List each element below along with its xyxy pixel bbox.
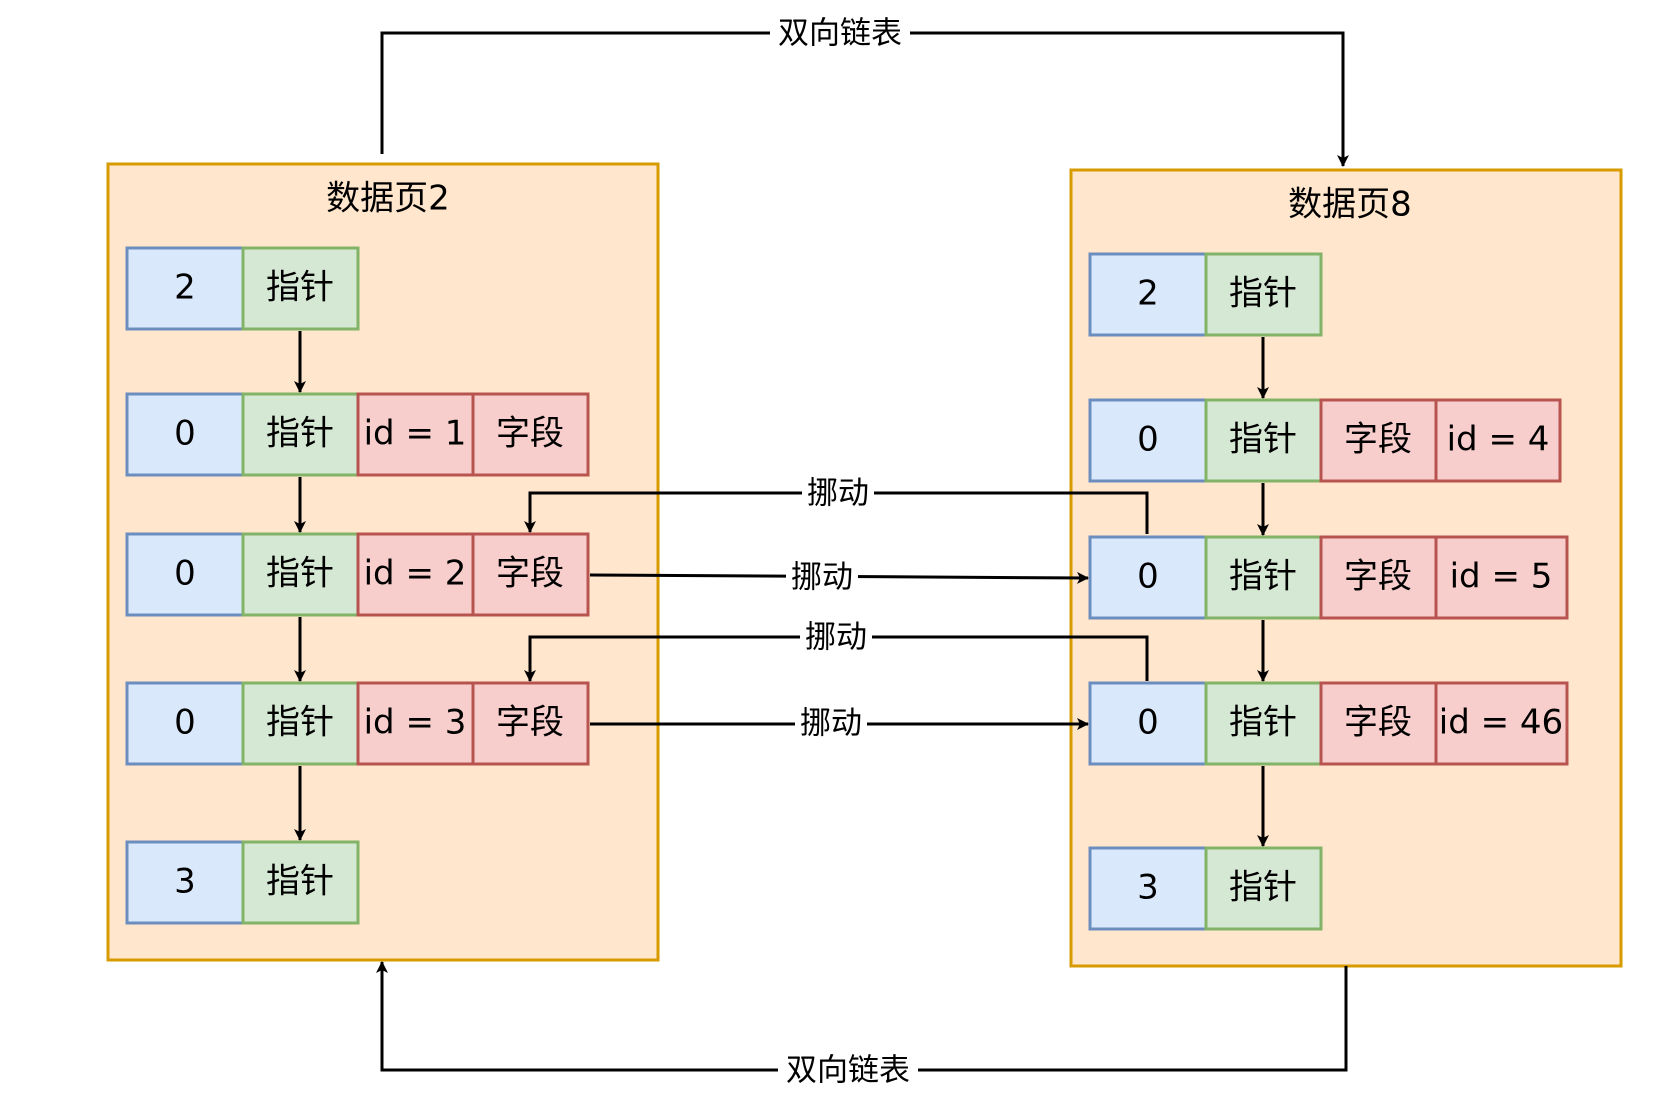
page-8-record-supremum: 3 指针 <box>1088 846 1323 931</box>
next-pointer-text: 指针 <box>1229 420 1297 460</box>
record-id-text: id = 4 <box>1447 420 1550 460</box>
move-arrow-to-page-8-third-row: 挪动 <box>590 706 1089 742</box>
move-arrow-to-page-2-id-2: 挪动 <box>524 476 1149 534</box>
doubly-linked-list-top: 双向链表 <box>380 14 1349 167</box>
next-pointer-text: 指针 <box>1229 274 1297 314</box>
next-pointer-cell <box>241 681 360 766</box>
next-pointer-cell <box>241 392 360 477</box>
next-pointer-cell <box>241 840 360 925</box>
next-pointer-cell <box>1204 846 1323 931</box>
next-pointer-text: 指针 <box>266 554 334 594</box>
move-label: 挪动 <box>800 706 862 742</box>
page-2-record-supremum: 3 指针 <box>125 840 360 925</box>
record-field-cell <box>471 681 590 766</box>
next-pointer-cell <box>241 246 360 331</box>
next-pointer-text: 指针 <box>266 414 334 454</box>
record-header-cell <box>1088 846 1208 931</box>
record-field-cell <box>1319 535 1438 620</box>
move-label-bg <box>800 620 872 656</box>
record-header-text: 2 <box>174 268 196 308</box>
page-8-record-infimum: 2 指针 <box>1088 252 1323 337</box>
record-field-text: 字段 <box>496 414 564 454</box>
next-pointer-text: 指针 <box>266 268 334 308</box>
next-pointer-text: 指针 <box>1229 703 1297 743</box>
move-label-bg <box>786 560 858 596</box>
record-field-cell <box>1319 398 1438 483</box>
next-pointer-text: 指针 <box>266 862 334 902</box>
record-field-text: 字段 <box>496 554 564 594</box>
record-field-text: 字段 <box>1344 703 1412 743</box>
page-2-record-id-1: 0 指针 id = 1 字段 <box>125 392 590 477</box>
page-link-label: 双向链表 <box>786 1053 910 1089</box>
record-header-text: 3 <box>174 862 196 902</box>
record-id-text: id = 2 <box>364 554 467 594</box>
record-header-cell <box>125 392 245 477</box>
record-id-text: id = 1 <box>364 414 467 454</box>
record-header-text: 0 <box>174 703 196 743</box>
page-2-record-id-2: 0 指针 id = 2 字段 <box>125 532 590 617</box>
record-header-cell <box>125 840 245 925</box>
next-pointer-text: 指针 <box>1229 868 1297 908</box>
move-label: 挪动 <box>791 560 853 596</box>
page-link-arrow <box>380 31 1349 167</box>
record-field-cell <box>1319 681 1438 766</box>
page-link-label-bg <box>770 14 910 52</box>
move-label: 挪动 <box>807 476 869 512</box>
page-link-label: 双向链表 <box>778 16 902 52</box>
page-8-record-id-4: 0 指针 字段 id = 4 <box>1088 398 1562 483</box>
record-header-text: 0 <box>1137 703 1159 743</box>
next-pointer-text: 指针 <box>1229 557 1297 597</box>
next-pointer-cell <box>241 532 360 617</box>
record-header-text: 3 <box>1137 868 1159 908</box>
page-2-record-id-3: 0 指针 id = 3 字段 <box>125 681 590 766</box>
record-id-text: id = 3 <box>364 703 467 743</box>
record-id-cell <box>356 392 475 477</box>
record-header-cell <box>125 532 245 617</box>
next-pointer-text: 指针 <box>266 703 334 743</box>
record-id-text: id = 5 <box>1450 557 1553 597</box>
record-header-text: 0 <box>1137 420 1159 460</box>
record-header-text: 0 <box>1137 557 1159 597</box>
record-field-cell <box>471 532 590 617</box>
page-8-record-id-46: 0 指针 字段 id = 46 <box>1088 681 1569 766</box>
move-arrow-to-page-8-second-row: 挪动 <box>589 560 1089 596</box>
record-field-cell <box>471 392 590 477</box>
doubly-linked-list-bottom: 双向链表 <box>376 961 1348 1089</box>
record-header-cell <box>125 681 245 766</box>
record-id-cell <box>1434 398 1562 483</box>
move-label-bg <box>795 706 867 742</box>
next-pointer-cell <box>1204 535 1323 620</box>
move-label: 挪动 <box>805 620 867 656</box>
page-8-record-id-5: 0 指针 字段 id = 5 <box>1088 535 1569 620</box>
record-header-text: 0 <box>174 414 196 454</box>
record-id-cell <box>1434 681 1569 766</box>
move-label-bg <box>802 476 874 512</box>
page-2-record-infimum: 2 指针 <box>125 246 360 331</box>
record-header-cell <box>1088 681 1208 766</box>
record-header-text: 2 <box>1137 274 1159 314</box>
move-arrow-to-page-2-id-3: 挪动 <box>524 620 1149 682</box>
page-link-label-bg <box>778 1051 918 1089</box>
record-id-cell <box>356 532 475 617</box>
record-field-text: 字段 <box>496 703 564 743</box>
record-field-text: 字段 <box>1344 420 1412 460</box>
record-id-text: id = 46 <box>1439 703 1563 743</box>
record-field-text: 字段 <box>1344 557 1412 597</box>
next-pointer-cell <box>1204 252 1323 337</box>
record-header-text: 0 <box>174 554 196 594</box>
data-page-2-title: 数据页2 <box>326 179 450 219</box>
data-page-8-title: 数据页8 <box>1288 185 1412 225</box>
next-pointer-cell <box>1204 681 1323 766</box>
record-id-cell <box>1434 535 1569 620</box>
